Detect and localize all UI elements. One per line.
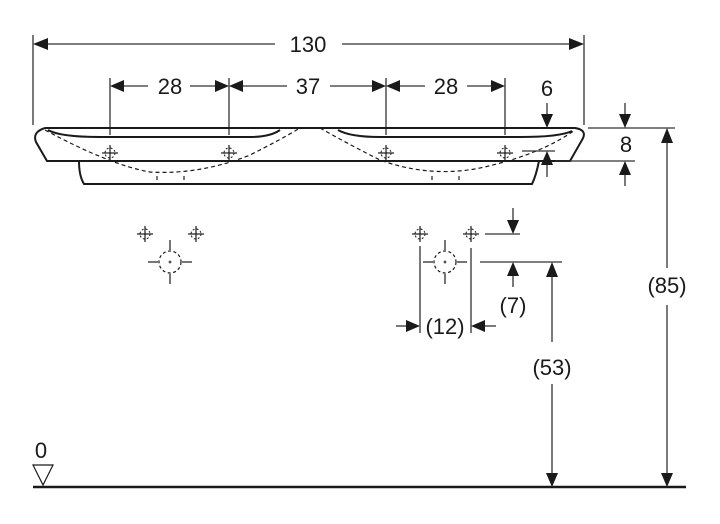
waste-outlet-icon: [147, 239, 193, 285]
waste-spacing-label: (12): [425, 314, 464, 339]
tap-right-label: 28: [434, 74, 458, 99]
fixing-point-icon: [411, 225, 429, 243]
level-marker-icon: [32, 464, 54, 487]
fixing-point-icon: [462, 225, 480, 243]
floor-level-label: 0: [35, 438, 47, 463]
waste-layout-left: [136, 225, 205, 285]
rim-offset-dimension: 6: [541, 76, 553, 177]
waste-outlet-icon: [422, 239, 468, 285]
tap-hole-icon: [220, 144, 238, 162]
fixing-point-icon: [187, 225, 205, 243]
washbasin-outline: [34, 127, 585, 185]
tap-hole-icon: [377, 144, 395, 162]
tap-center-label: 37: [296, 74, 320, 99]
overall-width-label: 130: [290, 32, 327, 57]
floor-level: 0: [32, 438, 686, 489]
tap-left-label: 28: [158, 74, 182, 99]
rim-offset-label: 6: [541, 76, 553, 101]
waste-layout-right: (7) (12): [396, 208, 562, 339]
fixing-point-icon: [136, 225, 154, 243]
total-height-label: (85): [647, 273, 686, 298]
rim-thickness-dimension: 8: [555, 103, 675, 186]
tap-spacing-dimension: 28 37 28: [109, 74, 506, 135]
waste-height-label: (53): [532, 355, 571, 380]
tap-hole-icon: [496, 144, 514, 162]
overall-width-dimension: 130: [32, 32, 585, 125]
waste-offset-label: (7): [500, 293, 527, 318]
waste-height-dimension: (53): [532, 262, 572, 487]
total-height-dimension: (85): [647, 128, 687, 487]
rim-thickness-label: 8: [620, 132, 632, 157]
